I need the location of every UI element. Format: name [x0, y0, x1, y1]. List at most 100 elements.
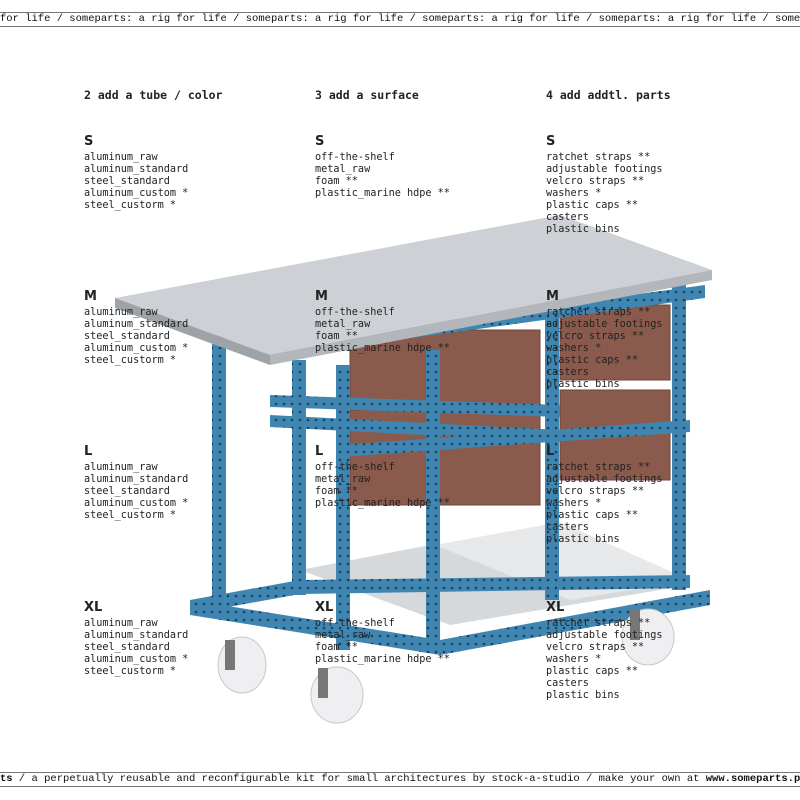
option-item[interactable]: ratchet straps **: [546, 618, 651, 629]
option-item[interactable]: off-the-shelf: [315, 152, 395, 163]
option-item[interactable]: velcro straps **: [546, 486, 645, 497]
option-item[interactable]: steel_custorm *: [84, 666, 177, 677]
option-item[interactable]: aluminum_custom *: [84, 188, 189, 199]
size-label: L: [315, 444, 324, 459]
size-label: S: [315, 134, 325, 149]
option-item[interactable]: adjustable footings: [546, 164, 663, 175]
option-item[interactable]: steel_standard: [84, 642, 170, 653]
size-label: XL: [84, 600, 103, 615]
option-item[interactable]: metal_raw: [315, 319, 371, 330]
column-title: 2 add a tube / color: [84, 88, 223, 102]
option-item[interactable]: washers *: [546, 498, 602, 509]
caster-brackets: [225, 610, 640, 698]
option-item[interactable]: plastic_marine hdpe **: [315, 188, 450, 199]
ticker-text: / a perpetually reusable and reconfigura…: [12, 773, 706, 785]
option-item[interactable]: aluminum_standard: [84, 474, 189, 485]
option-item[interactable]: plastic_marine hdpe **: [315, 343, 450, 354]
ticker-bottom: ts / a perpetually reusable and reconfig…: [0, 772, 800, 787]
tabletop: [115, 215, 712, 355]
option-item[interactable]: plastic bins: [546, 379, 620, 390]
size-label: M: [315, 289, 328, 304]
option-item[interactable]: foam **: [315, 331, 358, 342]
option-item[interactable]: foam **: [315, 642, 358, 653]
option-item[interactable]: foam **: [315, 176, 358, 187]
size-label: L: [84, 444, 93, 459]
option-item[interactable]: metal_raw: [315, 164, 371, 175]
column-parts: 4 add addtl. parts: [546, 88, 766, 102]
column-surface: 3 add a surface: [315, 88, 535, 102]
option-item[interactable]: aluminum_raw: [84, 307, 158, 318]
size-label: S: [84, 134, 94, 149]
option-item[interactable]: velcro straps **: [546, 642, 645, 653]
option-item[interactable]: washers *: [546, 343, 602, 354]
option-item[interactable]: washers *: [546, 654, 602, 665]
column-title: 4 add addtl. parts: [546, 88, 671, 102]
option-item[interactable]: casters: [546, 522, 589, 533]
tabletop-edge: [115, 298, 270, 365]
option-item[interactable]: adjustable footings: [546, 474, 663, 485]
size-label: M: [546, 289, 559, 304]
option-item[interactable]: steel_custorm *: [84, 355, 177, 366]
option-item[interactable]: casters: [546, 212, 589, 223]
option-item[interactable]: aluminum_raw: [84, 152, 158, 163]
option-item[interactable]: casters: [546, 367, 589, 378]
option-item[interactable]: aluminum_custom *: [84, 498, 189, 509]
ticker-top: for life / someparts: a rig for life / s…: [0, 12, 800, 27]
option-item[interactable]: adjustable footings: [546, 630, 663, 641]
option-item[interactable]: velcro straps **: [546, 331, 645, 342]
option-item[interactable]: plastic caps **: [546, 666, 639, 677]
option-item[interactable]: steel_custorm *: [84, 510, 177, 521]
option-item[interactable]: plastic caps **: [546, 355, 639, 366]
option-item[interactable]: aluminum_standard: [84, 164, 189, 175]
option-item[interactable]: plastic bins: [546, 224, 620, 235]
ticker-prefix: ts: [0, 773, 13, 785]
option-item[interactable]: metal_raw: [315, 630, 371, 641]
option-item[interactable]: plastic bins: [546, 690, 620, 701]
option-item[interactable]: adjustable footings: [546, 319, 663, 330]
option-item[interactable]: off-the-shelf: [315, 618, 395, 629]
option-item[interactable]: plastic_marine hdpe **: [315, 654, 450, 665]
ticker-text: for life / someparts: a rig for life / s…: [0, 13, 800, 25]
option-item[interactable]: ratchet straps **: [546, 307, 651, 318]
option-item[interactable]: casters: [546, 678, 589, 689]
option-item[interactable]: velcro straps **: [546, 176, 645, 187]
option-item[interactable]: aluminum_raw: [84, 462, 158, 473]
option-item[interactable]: metal_raw: [315, 474, 371, 485]
option-item[interactable]: plastic bins: [546, 534, 620, 545]
tabletop-edge: [270, 270, 712, 365]
option-item[interactable]: aluminum_raw: [84, 618, 158, 629]
option-item[interactable]: off-the-shelf: [315, 462, 395, 473]
option-item[interactable]: foam **: [315, 486, 358, 497]
option-item[interactable]: plastic caps **: [546, 510, 639, 521]
size-label: L: [546, 444, 555, 459]
option-item[interactable]: ratchet straps **: [546, 462, 651, 473]
option-item[interactable]: steel_standard: [84, 176, 170, 187]
option-item[interactable]: plastic caps **: [546, 200, 639, 211]
option-item[interactable]: aluminum_custom *: [84, 654, 189, 665]
option-item[interactable]: aluminum_standard: [84, 630, 189, 641]
option-item[interactable]: ratchet straps **: [546, 152, 651, 163]
size-label: XL: [315, 600, 334, 615]
website-link[interactable]: www.someparts.parts: [705, 773, 800, 785]
column-title: 3 add a surface: [315, 88, 419, 102]
option-item[interactable]: steel_standard: [84, 486, 170, 497]
option-item[interactable]: plastic_marine hdpe **: [315, 498, 450, 509]
option-item[interactable]: steel_standard: [84, 331, 170, 342]
option-item[interactable]: off-the-shelf: [315, 307, 395, 318]
option-item[interactable]: aluminum_standard: [84, 319, 189, 330]
option-item[interactable]: steel_custorm *: [84, 200, 177, 211]
option-item[interactable]: washers *: [546, 188, 602, 199]
option-item[interactable]: aluminum_custom *: [84, 343, 189, 354]
